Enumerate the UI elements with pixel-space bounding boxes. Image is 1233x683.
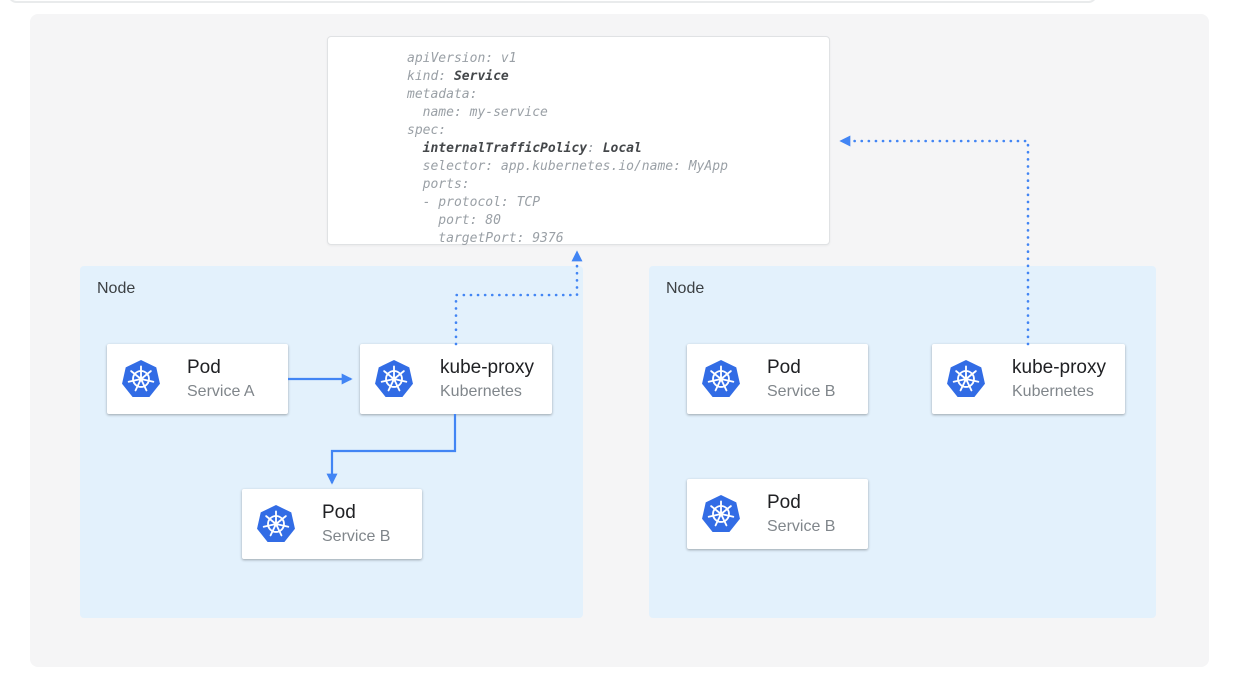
yaml-line: metadata: <box>407 87 478 102</box>
kubernetes-icon <box>121 359 161 400</box>
card-subtitle: Service B <box>767 383 836 400</box>
card-title: Pod <box>322 502 356 523</box>
service-yaml-card: apiVersion: v1 kind: Service metadata: n… <box>327 36 830 246</box>
card-kube-proxy-right: kube-proxy Kubernetes <box>932 344 1125 414</box>
card-pod-service-b-right-top: Pod Service B <box>687 344 868 414</box>
yaml-line: kind: Service <box>407 69 509 84</box>
yaml-line: ports: <box>407 177 470 192</box>
card-subtitle: Kubernetes <box>1012 383 1094 400</box>
kubernetes-icon <box>701 359 741 400</box>
top-strip-divider <box>8 0 1097 3</box>
yaml-line: selector: app.kubernetes.io/name: MyApp <box>407 159 728 174</box>
yaml-line-internal-traffic-policy: internalTrafficPolicy: Local <box>422 141 642 156</box>
card-text: Pod Service B <box>322 502 390 546</box>
card-title: Pod <box>187 357 221 378</box>
yaml-line: - protocol: TCP <box>407 195 541 210</box>
card-text: Pod Service A <box>187 357 255 401</box>
card-kube-proxy-left: kube-proxy Kubernetes <box>360 344 552 414</box>
card-pod-service-b-left: Pod Service B <box>242 489 422 559</box>
card-pod-service-b-right-bottom: Pod Service B <box>687 479 868 549</box>
kubernetes-icon <box>701 494 741 535</box>
kubernetes-icon <box>946 359 986 400</box>
card-title: kube-proxy <box>440 357 534 378</box>
yaml-line: spec: <box>407 123 447 138</box>
yaml-line: name: my-service <box>407 105 548 120</box>
card-subtitle: Kubernetes <box>440 383 522 400</box>
card-title: Pod <box>767 492 801 513</box>
card-text: Pod Service B <box>767 357 835 401</box>
card-pod-service-a: Pod Service A <box>107 344 288 414</box>
yaml-line: port: 80 <box>407 213 501 228</box>
card-title: Pod <box>767 357 801 378</box>
kubernetes-icon <box>374 359 414 400</box>
node-left: Node Pod Service A <box>80 266 583 618</box>
yaml-line: apiVersion: v1 <box>407 51 517 66</box>
kubernetes-icon <box>256 504 296 545</box>
yaml-line: targetPort: 9376 <box>407 231 564 246</box>
card-text: Pod Service B <box>767 492 835 536</box>
card-subtitle: Service B <box>767 518 836 535</box>
node-label: Node <box>97 280 136 297</box>
card-title: kube-proxy <box>1012 357 1106 378</box>
node-right: Node Pod Service B <box>649 266 1156 618</box>
node-label: Node <box>666 280 705 297</box>
card-subtitle: Service A <box>187 383 255 400</box>
card-text: kube-proxy Kubernetes <box>440 357 534 401</box>
card-subtitle: Service B <box>322 528 391 545</box>
card-text: kube-proxy Kubernetes <box>1012 357 1106 401</box>
